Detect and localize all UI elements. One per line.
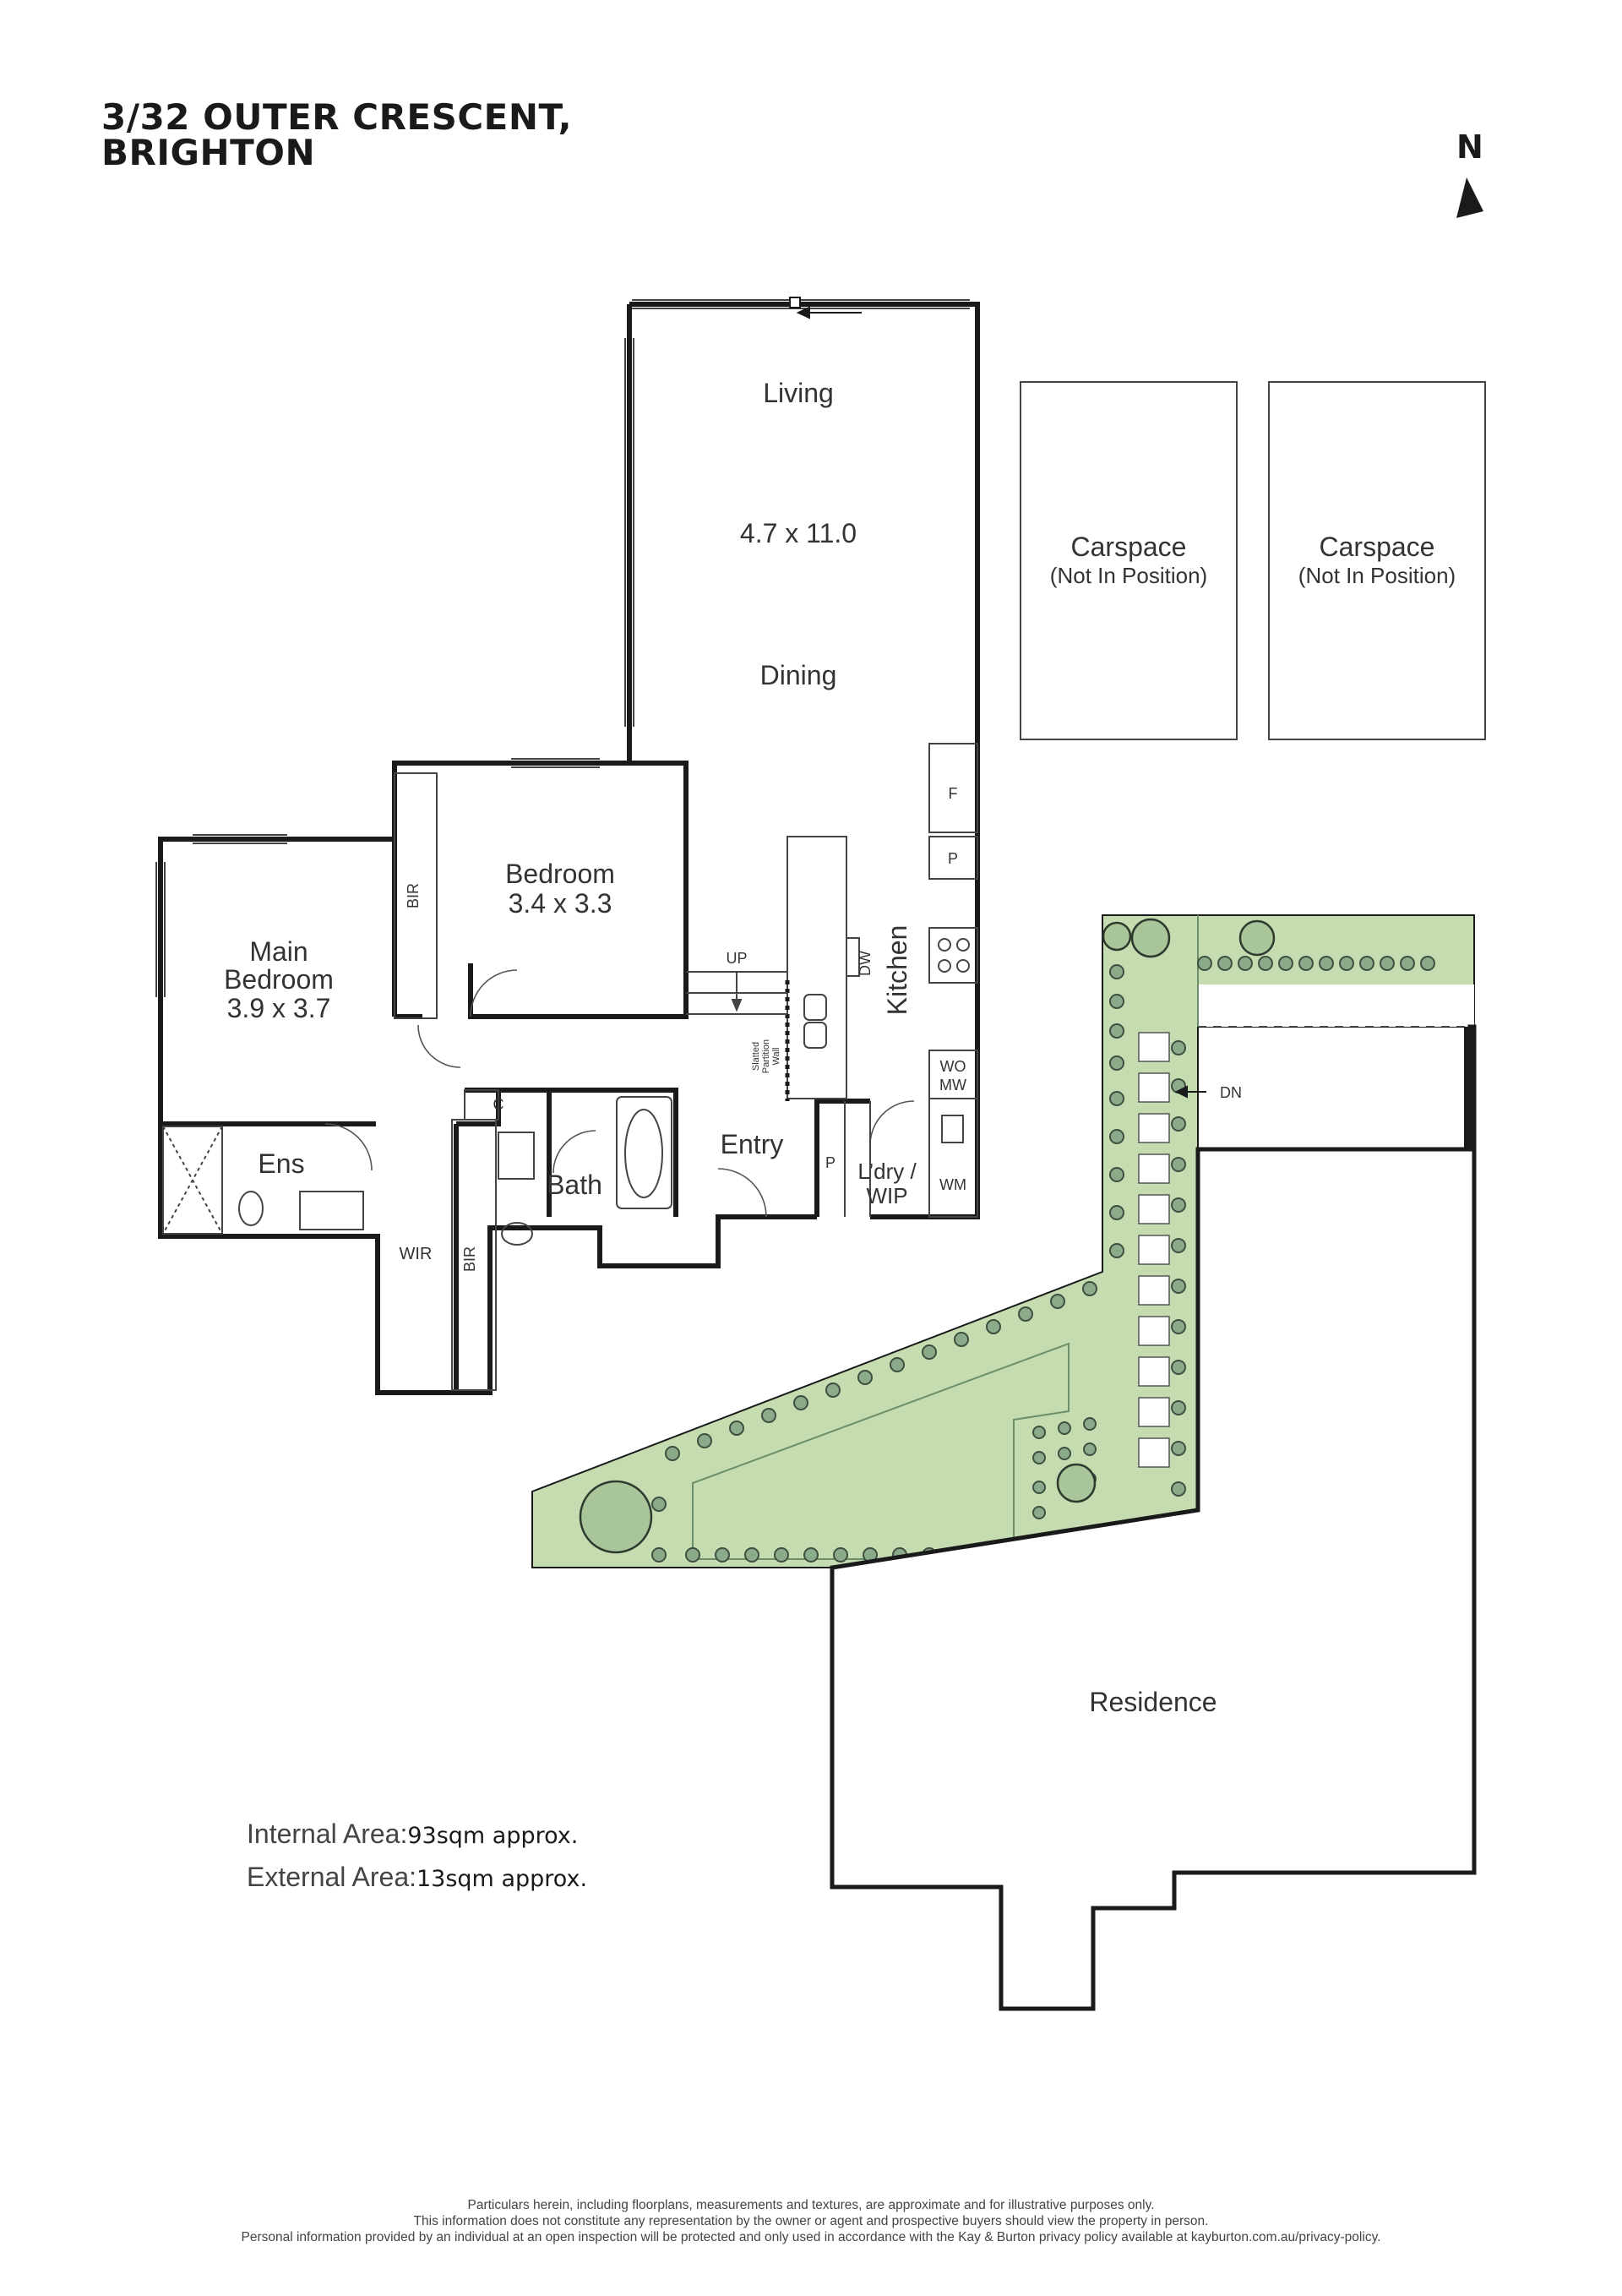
tree-icon bbox=[1056, 1463, 1097, 1503]
laundry-label-2: WIP bbox=[866, 1183, 907, 1208]
external-area: External Area:13sqm approx. bbox=[247, 1862, 587, 1893]
main-bedroom-dimensions: 3.9 x 3.7 bbox=[227, 993, 331, 1023]
stairs-up-label: UP bbox=[726, 950, 747, 967]
apartment-walls bbox=[158, 302, 980, 1395]
carspace-1-note: (Not In Position) bbox=[1050, 563, 1207, 588]
disclaimer-line-3: Personal information provided by an indi… bbox=[241, 2230, 1381, 2244]
wir-label: WIR bbox=[400, 1245, 433, 1263]
living-dimensions: 4.7 x 11.0 bbox=[740, 518, 857, 548]
laundry-label-1: L’dry / bbox=[857, 1159, 917, 1184]
internal-area-label: Internal Area: bbox=[247, 1819, 408, 1849]
stairs-up bbox=[686, 971, 787, 1015]
pantry-label-laundry: P bbox=[825, 1154, 835, 1171]
stairs-down-label: DN bbox=[1220, 1084, 1242, 1101]
bir-label-wir: BIR bbox=[461, 1246, 478, 1272]
dining-label: Dining bbox=[760, 660, 837, 690]
internal-area-value: 93sqm approx. bbox=[407, 1823, 579, 1849]
disclaimer-line-2: This information does not constitute any… bbox=[413, 2214, 1209, 2228]
main-bedroom-label-2: Bedroom bbox=[224, 964, 334, 995]
dishwasher-label: DW bbox=[857, 951, 874, 976]
tree-icon bbox=[1238, 919, 1276, 957]
stepping-stones bbox=[1138, 1032, 1170, 1468]
kitchen-label: Kitchen bbox=[882, 925, 912, 1016]
slatted-label-2: Partition bbox=[761, 1039, 771, 1073]
disclaimer-line-1: Particulars herein, including floorplans… bbox=[467, 2198, 1155, 2212]
sliding-door-arrow-icon bbox=[789, 297, 862, 319]
main-bedroom-label-1: Main bbox=[249, 936, 308, 967]
stairs-down-arrow-icon bbox=[1174, 1085, 1206, 1099]
garden-deck bbox=[1198, 984, 1474, 1027]
garden-courtyard bbox=[531, 914, 1475, 1568]
slatted-label-1: Slatted bbox=[751, 1042, 761, 1071]
door-swings bbox=[324, 969, 915, 1218]
pantry-label-kitchen: P bbox=[948, 850, 958, 867]
carspaces bbox=[1020, 381, 1486, 740]
bath-label: Bath bbox=[547, 1170, 602, 1200]
wall-oven-label: WO bbox=[940, 1058, 966, 1075]
microwave-label: MW bbox=[939, 1077, 966, 1093]
external-area-value: 13sqm approx. bbox=[416, 1866, 588, 1892]
room-labels: Living 4.7 x 11.0 Dining Bedroom 3.4 x 3… bbox=[224, 378, 1456, 1717]
carspace-1 bbox=[1020, 381, 1238, 740]
internal-area: Internal Area:93sqm approx. bbox=[247, 1819, 578, 1850]
entry-label: Entry bbox=[721, 1129, 784, 1159]
address-line-2: BRIGHTON bbox=[101, 132, 316, 173]
shrub-border bbox=[651, 956, 1435, 1562]
north-compass: N bbox=[1446, 128, 1497, 221]
ensuite-label: Ens bbox=[258, 1148, 304, 1179]
disclaimer: Particulars herein, including floorplans… bbox=[0, 2197, 1622, 2245]
fridge-label: F bbox=[949, 785, 958, 802]
carspace-2 bbox=[1268, 381, 1486, 740]
kitchen-fixtures bbox=[787, 743, 978, 1218]
tree-icon bbox=[1102, 921, 1132, 952]
bedroom-label: Bedroom bbox=[505, 859, 615, 889]
tree-icon bbox=[579, 1480, 653, 1554]
carspace-1-label: Carspace bbox=[1071, 532, 1187, 562]
bir-label-bedroom: BIR bbox=[405, 883, 422, 908]
property-address-title: 3/32 OUTER CRESCENT, BRIGHTON bbox=[101, 100, 572, 171]
carspace-2-label: Carspace bbox=[1320, 532, 1435, 562]
slatted-label-3: Wall bbox=[771, 1048, 781, 1066]
bathroom-fixtures bbox=[162, 1089, 672, 1246]
cupboard-label: C bbox=[493, 1096, 504, 1113]
north-label: N bbox=[1456, 128, 1483, 166]
built-in-robes bbox=[394, 772, 497, 1391]
carspace-2-note: (Not In Position) bbox=[1298, 563, 1456, 588]
north-arrow-icon bbox=[1456, 177, 1483, 218]
external-area-label: External Area: bbox=[247, 1862, 416, 1892]
washing-machine-label: WM bbox=[939, 1176, 966, 1193]
tree-icon bbox=[1130, 918, 1171, 958]
tree-icons bbox=[579, 918, 1276, 1554]
address-line-1: 3/32 OUTER CRESCENT, bbox=[101, 96, 573, 138]
living-label: Living bbox=[763, 378, 834, 408]
residence-label: Residence bbox=[1089, 1687, 1216, 1717]
bedroom-dimensions: 3.4 x 3.3 bbox=[509, 888, 612, 919]
